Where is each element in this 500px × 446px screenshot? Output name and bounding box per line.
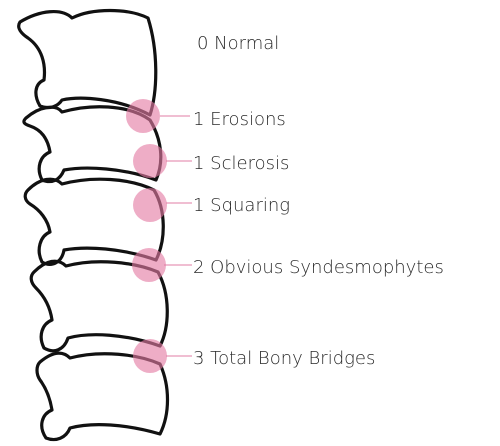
label-erosions: 1 Erosions [193, 109, 286, 130]
marker-squaring [133, 188, 167, 222]
marker-bony-bridges [133, 339, 167, 373]
label-sclerosis: 1 Sclerosis [193, 153, 289, 174]
label-squaring: 1 Squaring [193, 195, 290, 216]
marker-syndesmophytes [132, 248, 166, 282]
label-obvious-syndesmophytes: 2 Obvious Syndesmophytes [193, 257, 444, 278]
label-normal: 0 Normal [197, 33, 279, 54]
marker-erosions [126, 99, 160, 133]
grade-labels: 0 Normal 1 Erosions 1 Sclerosis 1 Squari… [193, 33, 444, 369]
vertebral-column [19, 11, 168, 440]
vertebra [19, 11, 156, 116]
marker-sclerosis [133, 144, 167, 178]
label-total-bony-bridges: 3 Total Bony Bridges [193, 348, 375, 369]
